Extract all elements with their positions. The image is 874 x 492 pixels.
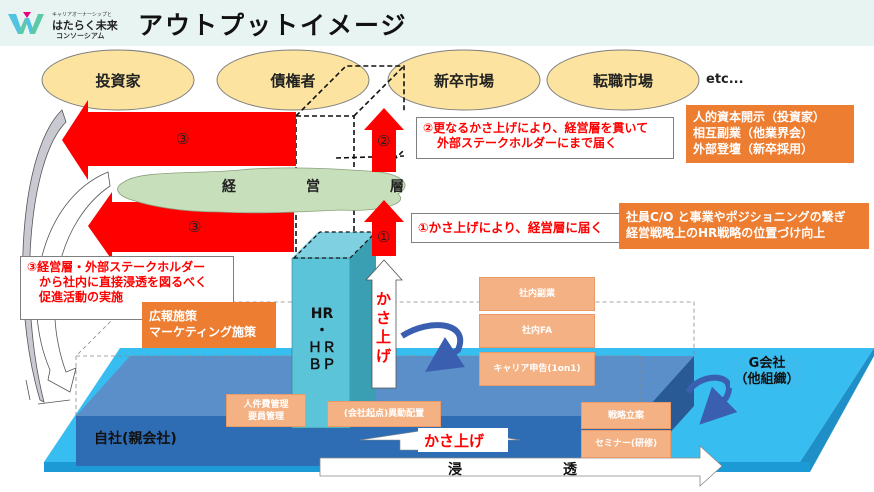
pr-line-1: 広報施策 — [149, 309, 198, 323]
hr-line-1: HR — [310, 306, 334, 322]
stakeholder-creditors: 債権者 — [270, 72, 316, 90]
strategy-line-2: 経営戦略上のHR戦略の位置づけ向上 — [626, 226, 826, 240]
initiative-career-declaration: キャリア申告(1on1) — [479, 352, 595, 386]
consortium-logo: キャリアオーナーシップと はたらく未来 コンソーシアム — [8, 8, 118, 40]
blue-curved-arrow-center — [400, 322, 465, 372]
arrow-label-1: ① — [377, 228, 391, 246]
curved-arrow-outer — [22, 109, 67, 403]
header-bar: キャリアオーナーシップと はたらく未来 コンソーシアム アウトプットイメージ — [0, 0, 874, 46]
blue-curved-arrow-right — [685, 374, 738, 425]
callout-step3-line1: ③経営層・外部ステークホルダー — [27, 260, 206, 274]
curved-arrow-outer-line — [25, 379, 71, 405]
arrow-label-2: ② — [377, 132, 391, 150]
orange-box-external: 人的資本開示（投資家） 相互副業（他業界会） 外部登壇（新卒採用） — [686, 105, 854, 163]
lift-label-vertical: かさ上げ — [376, 290, 392, 365]
arrow-label-3-top: ③ — [176, 130, 190, 148]
group-company-label: G会社 （他組織） — [730, 356, 804, 388]
initiative-personnel-cost: 人件費管理 要員管理 — [226, 394, 306, 427]
platform-right-edge — [800, 348, 874, 472]
management-char-3: 層 — [390, 179, 404, 195]
initiative-strategy-planning: 戦略立案 — [581, 402, 671, 429]
strategy-line-1: 社員C/O と事業やポジショニングの繋ぎ — [626, 210, 846, 224]
ellipse-investors — [41, 49, 195, 111]
permeation-char-2: 透 — [563, 462, 577, 478]
hr-pillar-label: HR ・ ＨＲ ＢＰ — [300, 306, 344, 374]
logo-tagline: キャリアオーナーシップと — [52, 12, 112, 18]
initiative-internal-fa: 社内FA — [479, 314, 595, 348]
hr-pillar-top — [292, 232, 376, 258]
lift-arrow-horizontal-body — [418, 428, 508, 452]
curved-arrow-inner — [36, 171, 111, 393]
external-item-3: 外部登壇（新卒採用） — [693, 142, 814, 156]
permeation-char-1: 浸 — [448, 462, 462, 478]
stakeholder-new-grad-market: 新卒市場 — [433, 72, 494, 90]
ellipse-career-change-market — [546, 49, 700, 111]
callout-step3-line3: 促進活動の実施 — [39, 290, 124, 304]
initiative-transfer-placement: (会社起点)異動配置 — [327, 401, 441, 427]
callout-step1: ①かさ上げにより、経営層に届く — [411, 213, 621, 243]
ellipse-new-grad-market — [387, 49, 541, 111]
hr-line-3: ＨＲ — [308, 340, 336, 356]
management-char-1: 経 — [222, 179, 236, 195]
management-char-2: 営 — [306, 179, 320, 195]
callout-step2: ②更なるかさ上げにより、経営層を貫いて 外部ステークホルダーにまで届く — [416, 117, 674, 159]
stakeholder-investors: 投資家 — [95, 72, 141, 90]
w-logo-icon — [8, 12, 44, 34]
page-title: アウトプットイメージ — [138, 11, 408, 40]
orange-box-strategy: 社員C/O と事業やポジショニングの繋ぎ 経営戦略上のHR戦略の位置づけ向上 — [619, 203, 869, 249]
hr-pillar-side — [350, 232, 376, 428]
external-item-1: 人的資本開示（投資家） — [693, 110, 826, 124]
management-cloud — [117, 167, 406, 214]
initiative-seminar: セミナー(研修) — [581, 430, 671, 458]
logo-subtitle: コンソーシアム — [56, 32, 105, 40]
red-arrow-up-2 — [364, 108, 404, 172]
logo-name: はたらく未来 — [52, 19, 118, 32]
group-company-line1: G会社 — [748, 356, 786, 371]
ellipse-creditors — [216, 49, 370, 111]
permeation-arrow — [319, 445, 723, 487]
initiative-internal-side-job: 社内副業 — [479, 277, 595, 311]
red-arrow-up-1 — [364, 200, 404, 256]
hr-line-4: ＢＰ — [308, 357, 336, 373]
callout-step2-line2: 外部ステークホルダーにまで届く — [437, 136, 618, 150]
callout-step2-line1: ②更なるかさ上げにより、経営層を貫いて — [423, 121, 649, 135]
stakeholders-etc: etc... — [706, 72, 744, 87]
callout-step3-line2: から社内に直接浸透を図るべく — [39, 275, 208, 289]
lift-label-horizontal: かさ上げ — [424, 432, 485, 450]
pr-line-2: マーケティング施策 — [149, 325, 257, 339]
orange-box-pr: 広報施策 マーケティング施策 — [142, 302, 276, 348]
hr-line-2: ・ — [315, 323, 329, 339]
group-company-line2: （他組織） — [734, 372, 800, 387]
external-item-2: 相互副業（他業界会） — [693, 126, 814, 140]
arrow-label-3-bottom: ③ — [188, 218, 202, 236]
stakeholder-career-change-market: 転職市場 — [592, 72, 653, 90]
lift-arrow-vertical — [365, 259, 403, 389]
own-company-label: 自社(親会社) — [94, 431, 177, 447]
red-arrow-left-top — [62, 100, 296, 180]
